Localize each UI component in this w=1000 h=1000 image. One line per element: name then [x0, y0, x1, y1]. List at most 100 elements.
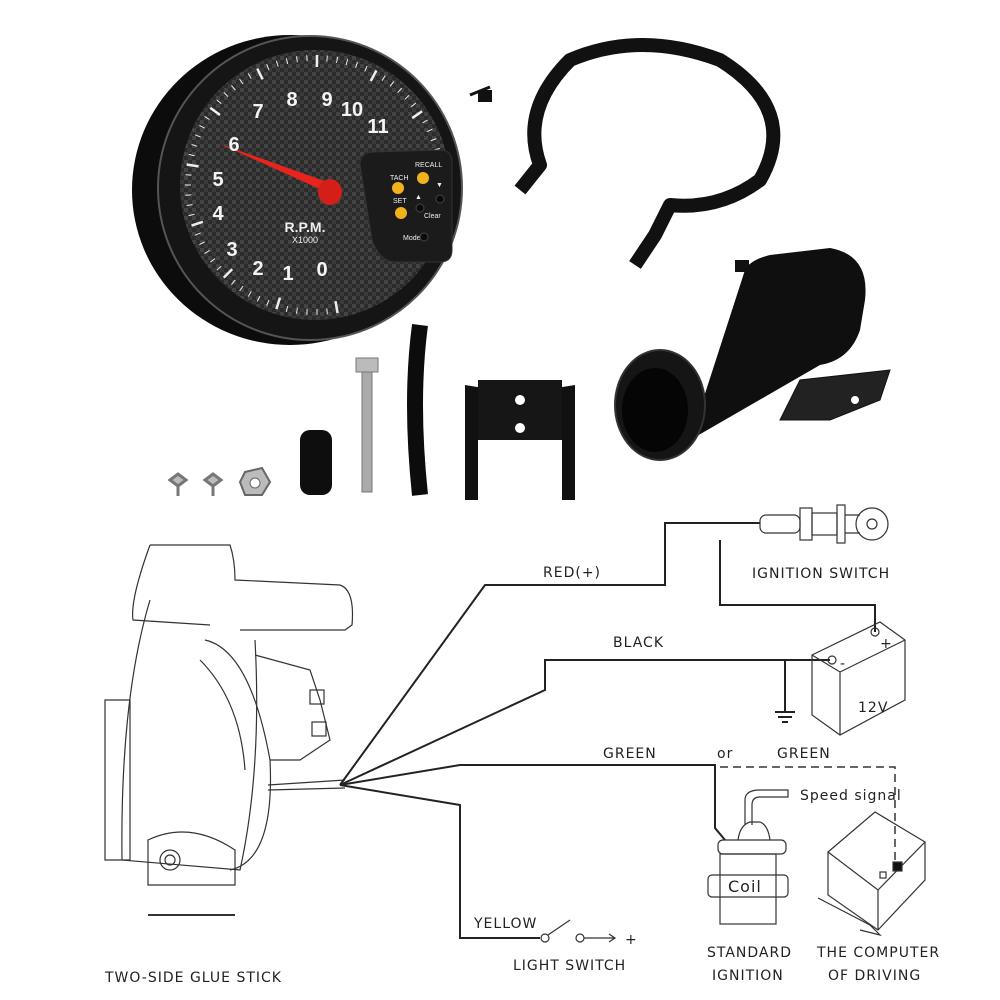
- gauge-number: 6: [228, 134, 239, 156]
- yellow-wire-label: YELLOW: [473, 916, 537, 932]
- battery-minus-label: -: [840, 656, 846, 672]
- rubber-tube: [407, 323, 428, 496]
- set-button[interactable]: [395, 207, 407, 219]
- tach-button[interactable]: [392, 182, 404, 194]
- tachometer-gauge: 0 1 2 3 4 5 6 7 8 9 10 11 R.P.M. X1000 T…: [132, 35, 492, 345]
- rpm-label: R.P.M.: [285, 219, 326, 235]
- standard-ignition-label-2: IGNITION: [712, 968, 784, 984]
- gauge-tick: [199, 241, 206, 246]
- set-label: SET: [393, 198, 407, 205]
- gauge-tick: [296, 307, 298, 314]
- gauge-tick: [194, 232, 201, 236]
- gauge-tick: [204, 249, 210, 254]
- gauge-tick: [404, 94, 410, 100]
- gauge-tick: [231, 279, 236, 285]
- needle-hub: [318, 179, 342, 205]
- gauge-number: 1: [282, 263, 293, 285]
- shift-light-cup: [614, 248, 891, 461]
- glue-stick-label: TWO-SIDE GLUE STICK: [104, 970, 282, 986]
- coil-label: Coil: [728, 877, 762, 896]
- gauge-tick: [239, 285, 244, 292]
- gauge-tick: [216, 265, 222, 271]
- up-button[interactable]: [415, 203, 425, 213]
- gauge-tick: [326, 55, 328, 62]
- gauge-tick: [223, 91, 229, 97]
- recall-label: RECALL: [415, 162, 442, 169]
- speed-signal-label: Speed signal: [800, 788, 902, 804]
- down-button[interactable]: [435, 194, 445, 204]
- gauge-tick: [336, 56, 339, 63]
- gauge-tick: [397, 87, 403, 93]
- gauge-tick: [231, 85, 236, 91]
- gauge-number: 7: [252, 101, 263, 123]
- speed-signal-dashed-wire: [720, 766, 896, 865]
- mounting-strap: [514, 38, 781, 269]
- gauge-number: 2: [252, 258, 263, 280]
- gauge-tick: [247, 73, 252, 79]
- tach-label: TACH: [390, 175, 409, 182]
- gauge-tick: [266, 64, 270, 71]
- computer-label-2: OF DRIVING: [828, 968, 921, 984]
- gauge-tick: [430, 138, 437, 142]
- mode-button[interactable]: [419, 232, 429, 242]
- gauge-side-outline: [104, 544, 354, 916]
- battery-voltage-label: 12V: [858, 700, 888, 716]
- gauge-needle: [218, 143, 335, 196]
- gauge-tick: [389, 81, 395, 87]
- light-plus-label: +: [625, 932, 638, 948]
- gauge-number: 5: [212, 169, 223, 191]
- green-wire-label: GREEN: [603, 746, 657, 762]
- gauge-tick: [186, 163, 199, 168]
- gauge-tick: [285, 305, 289, 312]
- gauge-tick: [188, 153, 195, 157]
- ignition-coil: [707, 789, 789, 925]
- gauge-number: 4: [212, 203, 224, 225]
- black-wire-label: BLACK: [613, 635, 664, 651]
- spacer: [300, 430, 332, 495]
- gauge-tick: [426, 128, 433, 133]
- gauge-tick: [191, 220, 204, 227]
- gauge-tick: [247, 291, 252, 297]
- gauge-number: 3: [226, 239, 237, 261]
- red-wire-label: RED(+): [543, 565, 601, 581]
- gauge-tick: [210, 258, 216, 263]
- gauge-number: 8: [286, 89, 297, 111]
- gauge-tick: [411, 110, 423, 120]
- up-arrow-icon: ▲: [415, 194, 422, 201]
- gauge-tick: [275, 297, 282, 310]
- gauge-tick: [266, 299, 270, 306]
- light-switch-label: LIGHT SWITCH: [513, 958, 626, 974]
- gauge-tick: [381, 75, 386, 81]
- battery-plus-label: +: [880, 636, 893, 652]
- mounting-hardware: [167, 323, 575, 500]
- computer-label-1: THE COMPUTER: [816, 945, 940, 961]
- gauge-tick: [216, 99, 222, 105]
- clear-label: Clear: [424, 213, 441, 220]
- green-wire: [339, 764, 726, 841]
- gauge-number: 11: [367, 116, 388, 138]
- gauge-tick: [191, 143, 198, 147]
- gauge-tick: [410, 102, 417, 108]
- gauge-tick: [186, 204, 193, 207]
- red-wire: [339, 522, 760, 786]
- gauge-tick: [364, 65, 368, 72]
- or-label: or: [717, 746, 733, 762]
- gauge-number: 0: [316, 259, 327, 281]
- battery: [811, 621, 906, 736]
- gauge-tick: [199, 124, 206, 129]
- mode-label: Mode: [403, 235, 421, 242]
- gauge-tick: [256, 67, 264, 80]
- gauge-tick: [194, 134, 201, 138]
- gauge-ticks: [185, 54, 445, 315]
- down-arrow-icon: ▼: [436, 182, 443, 189]
- screw: [167, 472, 189, 496]
- gauge-tick: [256, 295, 261, 302]
- gauge-tick: [275, 60, 279, 67]
- yellow-wire: [339, 784, 540, 939]
- gauge-number: 10: [341, 99, 363, 121]
- recall-button[interactable]: [417, 172, 429, 184]
- gauge-tick: [422, 119, 428, 124]
- gauge-tick: [204, 116, 210, 121]
